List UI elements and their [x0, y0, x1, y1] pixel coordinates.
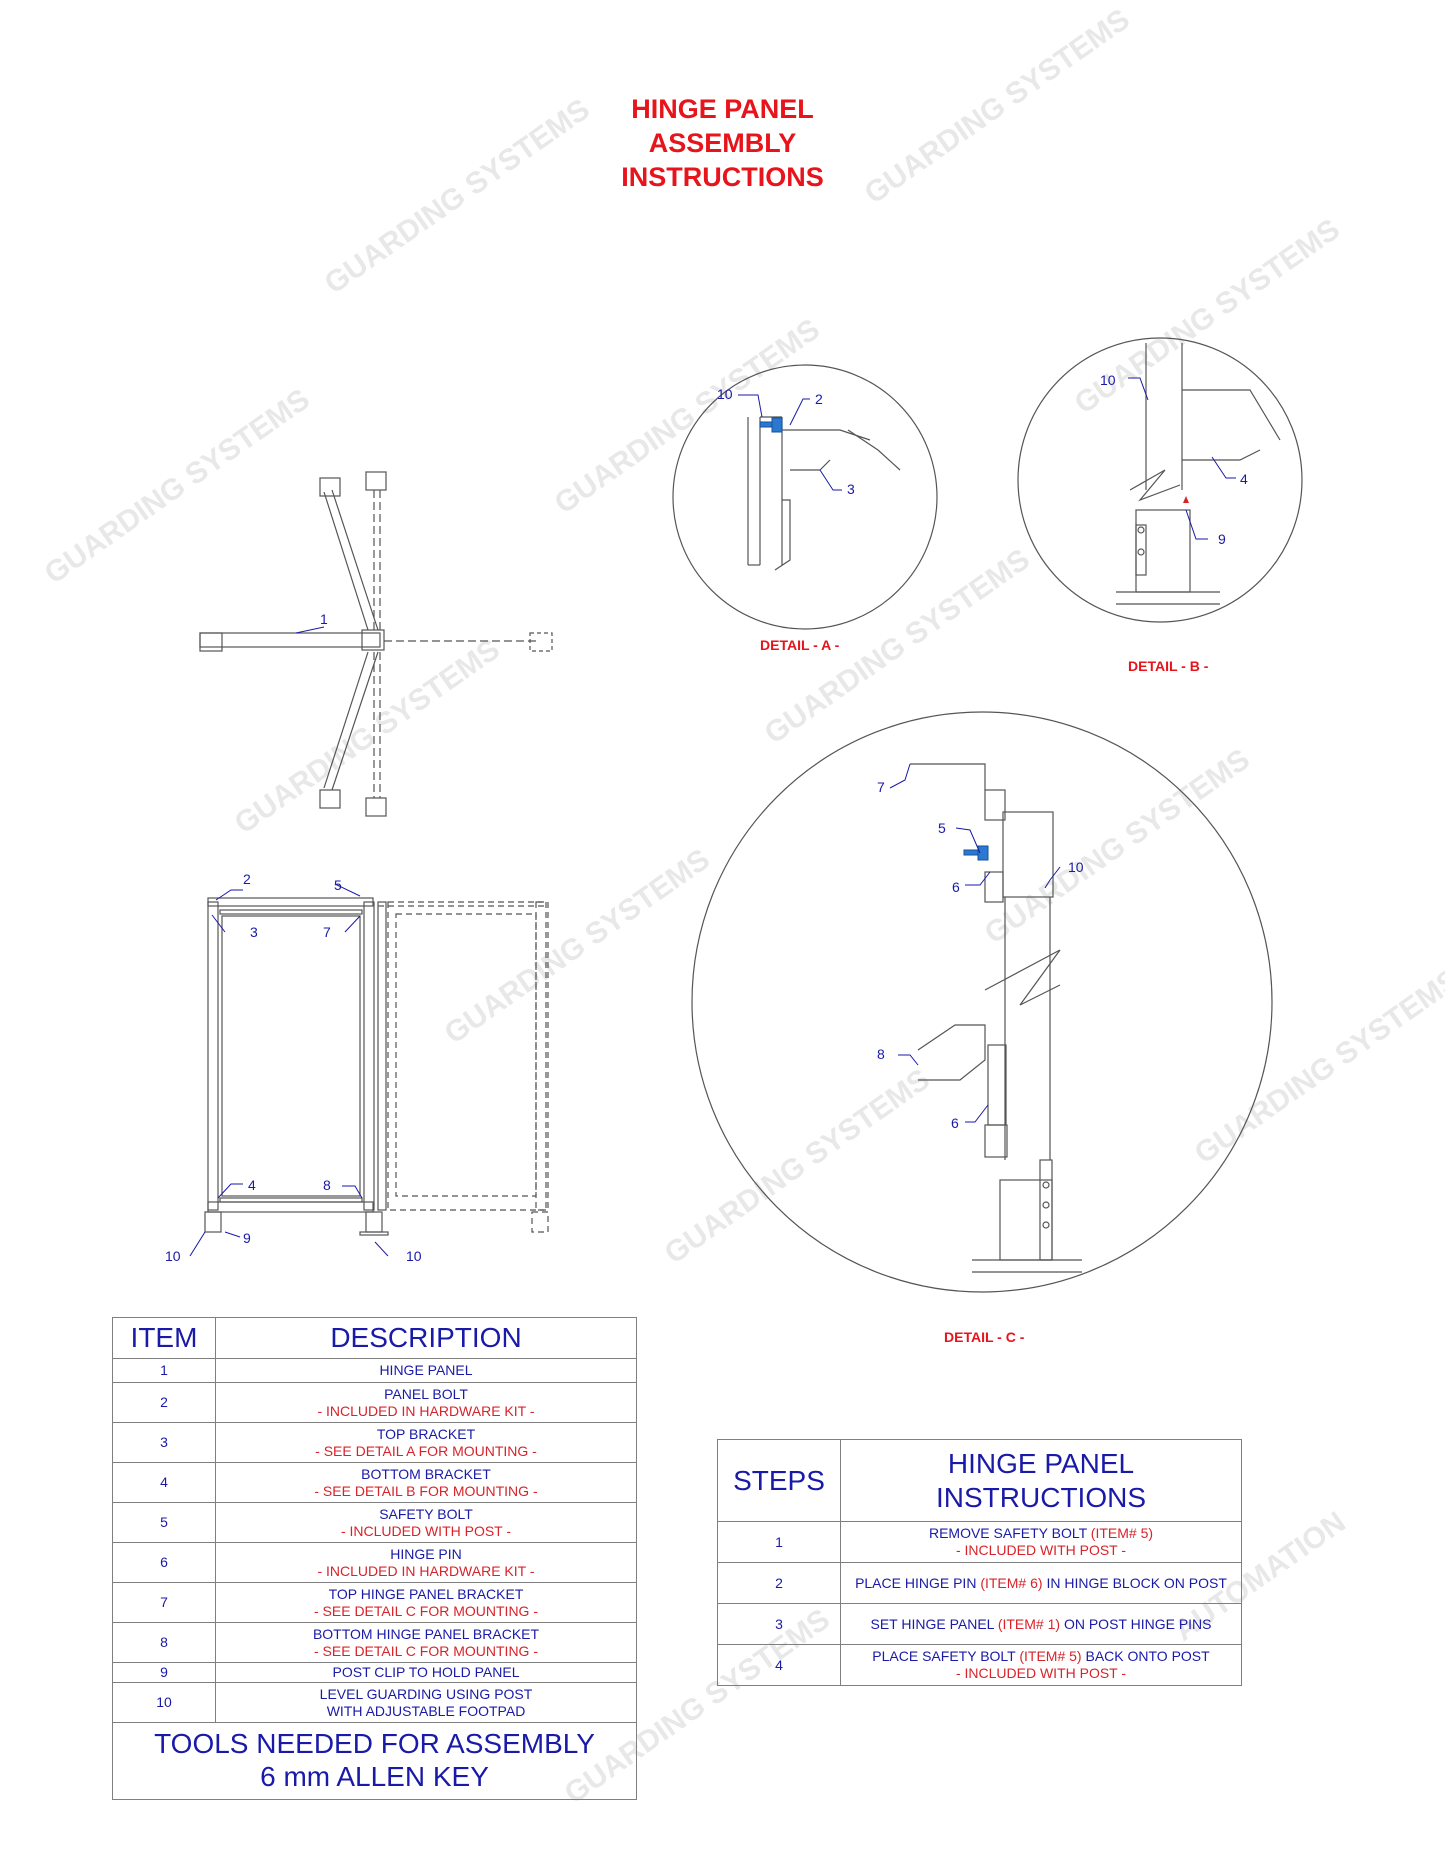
callout-10-left: 10: [165, 1248, 181, 1264]
callout-detail-b-9: 9: [1218, 531, 1226, 547]
callout-3: 3: [250, 924, 258, 940]
table-row: 4 PLACE SAFETY BOLT (ITEM# 5) BACK ONTO …: [717, 1644, 1242, 1686]
callout-detail-c-7: 7: [877, 779, 885, 795]
panel-bolt-icon: [771, 417, 783, 433]
detail-c-drawing: [691, 711, 1273, 1293]
detail-c-label: DETAIL - C -: [944, 1329, 1025, 1345]
callout-10-right: 10: [406, 1248, 422, 1264]
header-instructions: HINGE PANEL INSTRUCTIONS: [840, 1439, 1242, 1522]
table-row: 2 PLACE HINGE PIN (ITEM# 6) IN HINGE BLO…: [717, 1562, 1242, 1604]
callout-7: 7: [323, 924, 331, 940]
callout-detail-c-5: 5: [938, 820, 946, 836]
header-steps: STEPS: [717, 1439, 841, 1522]
page-title: HINGE PANEL ASSEMBLY INSTRUCTIONS: [621, 94, 824, 192]
callout-detail-c-6-top: 6: [952, 879, 960, 895]
callout-4: 4: [248, 1177, 256, 1193]
table-row: 9 POST CLIP TO HOLD PANEL: [112, 1662, 637, 1683]
callout-detail-a-3: 3: [847, 481, 855, 497]
table-row: 5 SAFETY BOLT- INCLUDED WITH POST -: [112, 1502, 637, 1543]
table-row: 2 PANEL BOLT- INCLUDED IN HARDWARE KIT -: [112, 1382, 637, 1423]
tools-needed-value: 6 mm ALLEN KEY: [260, 1761, 489, 1792]
plan-view: [199, 471, 553, 817]
table-row: 8 BOTTOM HINGE PANEL BRACKET- SEE DETAIL…: [112, 1622, 637, 1663]
header-description: DESCRIPTION: [215, 1317, 637, 1359]
items-table: ITEM DESCRIPTION 1 HINGE PANEL 2 PANEL B…: [112, 1317, 637, 1800]
callout-1-plan: 1: [320, 611, 328, 627]
front-elevation: [204, 897, 549, 1236]
callout-detail-c-10: 10: [1068, 859, 1084, 875]
callout-detail-c-8: 8: [877, 1046, 885, 1062]
detail-b-label: DETAIL - B -: [1128, 658, 1209, 674]
callout-2: 2: [243, 871, 251, 887]
steps-table-header: STEPS HINGE PANEL INSTRUCTIONS: [717, 1439, 1242, 1522]
tools-row: TOOLS NEEDED FOR ASSEMBLY 6 mm ALLEN KEY: [112, 1722, 637, 1800]
callout-detail-b-10: 10: [1100, 372, 1116, 388]
callout-detail-b-4: 4: [1240, 471, 1248, 487]
callout-detail-a-2: 2: [815, 391, 823, 407]
detail-a-drawing: [672, 364, 938, 630]
detail-a-label: DETAIL - A -: [760, 637, 840, 653]
steps-table: STEPS HINGE PANEL INSTRUCTIONS 1 REMOVE …: [717, 1439, 1242, 1686]
table-row: 4 BOTTOM BRACKET- SEE DETAIL B FOR MOUNT…: [112, 1462, 637, 1503]
table-row: 3 TOP BRACKET- SEE DETAIL A FOR MOUNTING…: [112, 1422, 637, 1463]
callout-5: 5: [334, 877, 342, 893]
header-item: ITEM: [112, 1317, 216, 1359]
table-row: 1 REMOVE SAFETY BOLT (ITEM# 5) - INCLUDE…: [717, 1521, 1242, 1563]
items-table-header: ITEM DESCRIPTION: [112, 1317, 637, 1359]
table-row: 1 HINGE PANEL: [112, 1358, 637, 1383]
tools-needed-label: TOOLS NEEDED FOR ASSEMBLY: [154, 1728, 595, 1759]
callout-9: 9: [243, 1230, 251, 1246]
detail-b-drawing: [1017, 337, 1303, 623]
callout-detail-a-10: 10: [717, 386, 733, 402]
callout-detail-c-6-bottom: 6: [951, 1115, 959, 1131]
callout-8: 8: [323, 1177, 331, 1193]
table-row: 7 TOP HINGE PANEL BRACKET- SEE DETAIL C …: [112, 1582, 637, 1623]
table-row: 3 SET HINGE PANEL (ITEM# 1) ON POST HING…: [717, 1603, 1242, 1645]
table-row: 6 HINGE PIN- INCLUDED IN HARDWARE KIT -: [112, 1542, 637, 1583]
